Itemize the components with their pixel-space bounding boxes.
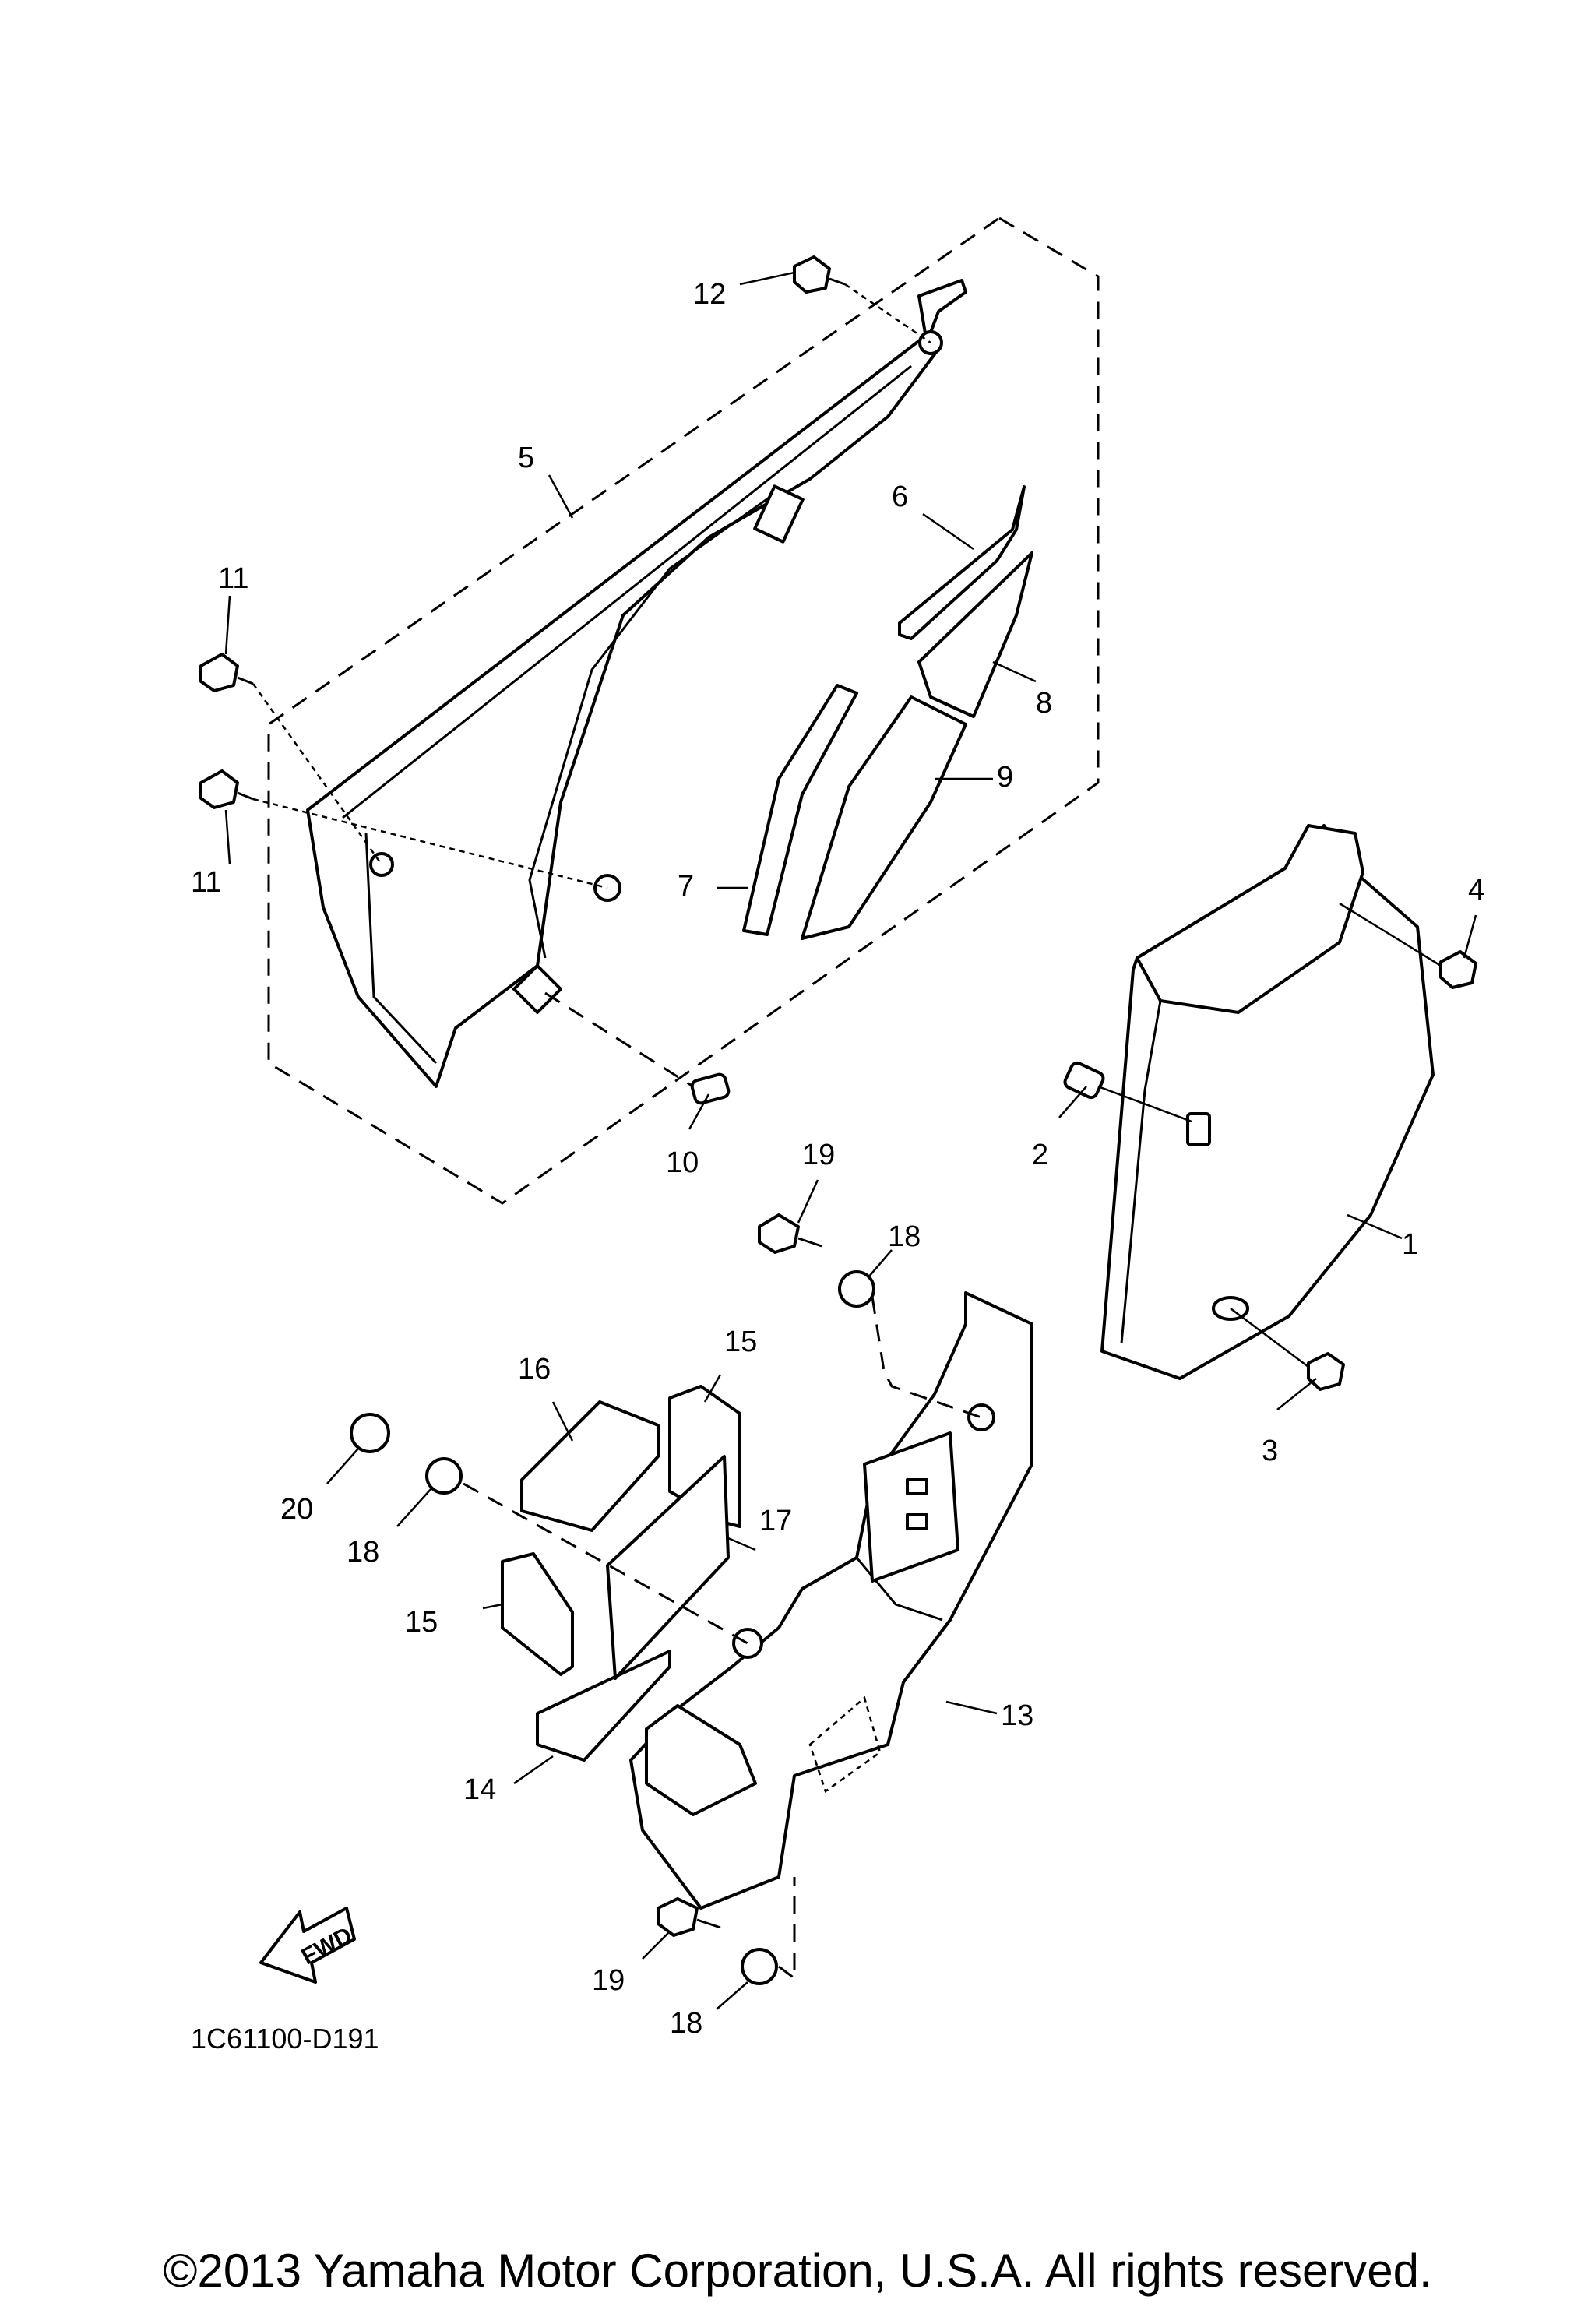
callout-label: 5	[518, 442, 534, 474]
bolt-12	[793, 255, 846, 294]
nut-20	[350, 1413, 390, 1453]
assembly-boundary	[267, 217, 1100, 1205]
callout-label: 17	[759, 1505, 792, 1537]
pad-16	[520, 1400, 660, 1532]
callout-label: 12	[693, 278, 726, 311]
callout-label: 14	[463, 1773, 496, 1806]
leader-lines	[224, 271, 1477, 2010]
callout-label: 15	[405, 1606, 438, 1639]
callout-label: 16	[518, 1353, 551, 1386]
strip-7	[742, 684, 858, 936]
callout-label: 8	[1036, 687, 1052, 720]
callout-label: 20	[280, 1493, 313, 1526]
emblem-piece-8	[917, 551, 1033, 718]
bolt-4	[1439, 950, 1477, 989]
callout-label: 19	[802, 1139, 835, 1171]
callout-label: 7	[678, 870, 694, 903]
bolt-11-upper	[199, 653, 254, 692]
callout-label: 1	[1402, 1228, 1418, 1261]
forward-arrow-icon: FWD	[259, 1907, 357, 1984]
callout-label: 11	[191, 866, 221, 899]
washer-18-lower	[741, 1948, 778, 1985]
bolt-19-upper	[758, 1213, 822, 1254]
collar-10	[690, 1072, 731, 1105]
grommet-2	[1063, 1061, 1105, 1100]
callout-label: 18	[347, 1536, 379, 1569]
pad-17	[606, 1455, 730, 1680]
emblem-piece-9	[801, 695, 967, 940]
bolt-3	[1307, 1352, 1345, 1391]
bolt-11-lower	[199, 769, 254, 809]
diagram-code: 1C61100-D191	[191, 2023, 379, 2055]
axis-line	[544, 991, 694, 1088]
axis-line	[778, 1877, 796, 1981]
callout-numbers: 1 2 3 4 5 6 7 8 9 10 11 11 12 13 14 15 1…	[191, 278, 1484, 2040]
bolt-19-lower	[657, 1897, 721, 1937]
lower-cover	[629, 1291, 1033, 1910]
callout-label: 11	[218, 562, 248, 595]
callout-label: 9	[997, 761, 1013, 794]
side-cover	[1100, 824, 1435, 1380]
callout-label: 10	[666, 1146, 699, 1179]
callout-label: 13	[1001, 1699, 1033, 1732]
washer-18-upper	[838, 1270, 875, 1308]
copyright-notice: ©2013 Yamaha Motor Corporation, U.S.A. A…	[163, 2245, 1432, 2297]
callout-label: 4	[1468, 874, 1484, 907]
axis-line	[252, 283, 931, 889]
axis-line	[871, 1296, 982, 1419]
pad-15-lower	[501, 1552, 574, 1676]
callout-label: 19	[592, 1964, 625, 1997]
emblem-piece-6	[898, 485, 1026, 640]
callout-label: 18	[888, 1220, 921, 1253]
callout-label: 3	[1262, 1435, 1278, 1467]
callout-label: 2	[1032, 1139, 1048, 1171]
washer-18-mid	[425, 1457, 463, 1495]
side-cover-frame	[306, 279, 967, 1088]
axis-line	[1097, 902, 1442, 1368]
pad-14	[536, 1650, 671, 1762]
callout-label: 18	[670, 2007, 702, 2040]
callout-label: 6	[892, 481, 908, 513]
callout-label: 15	[724, 1326, 757, 1358]
